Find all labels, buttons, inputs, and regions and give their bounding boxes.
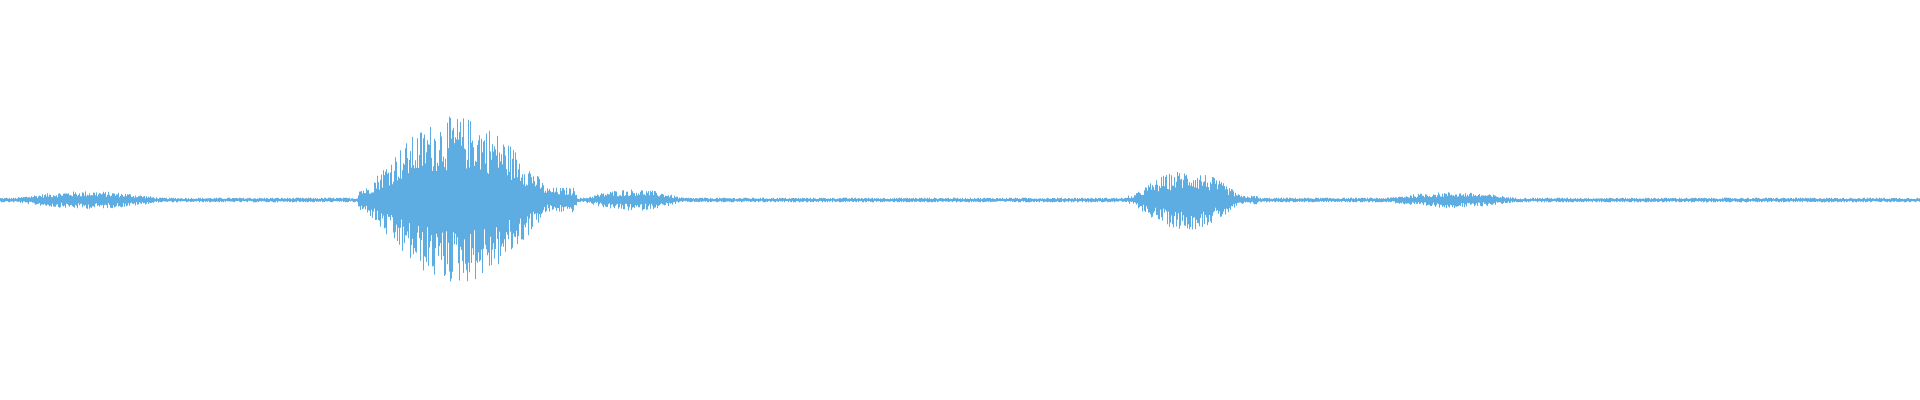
waveform-samples (0, 116, 1920, 282)
waveform-path (0, 116, 1920, 282)
